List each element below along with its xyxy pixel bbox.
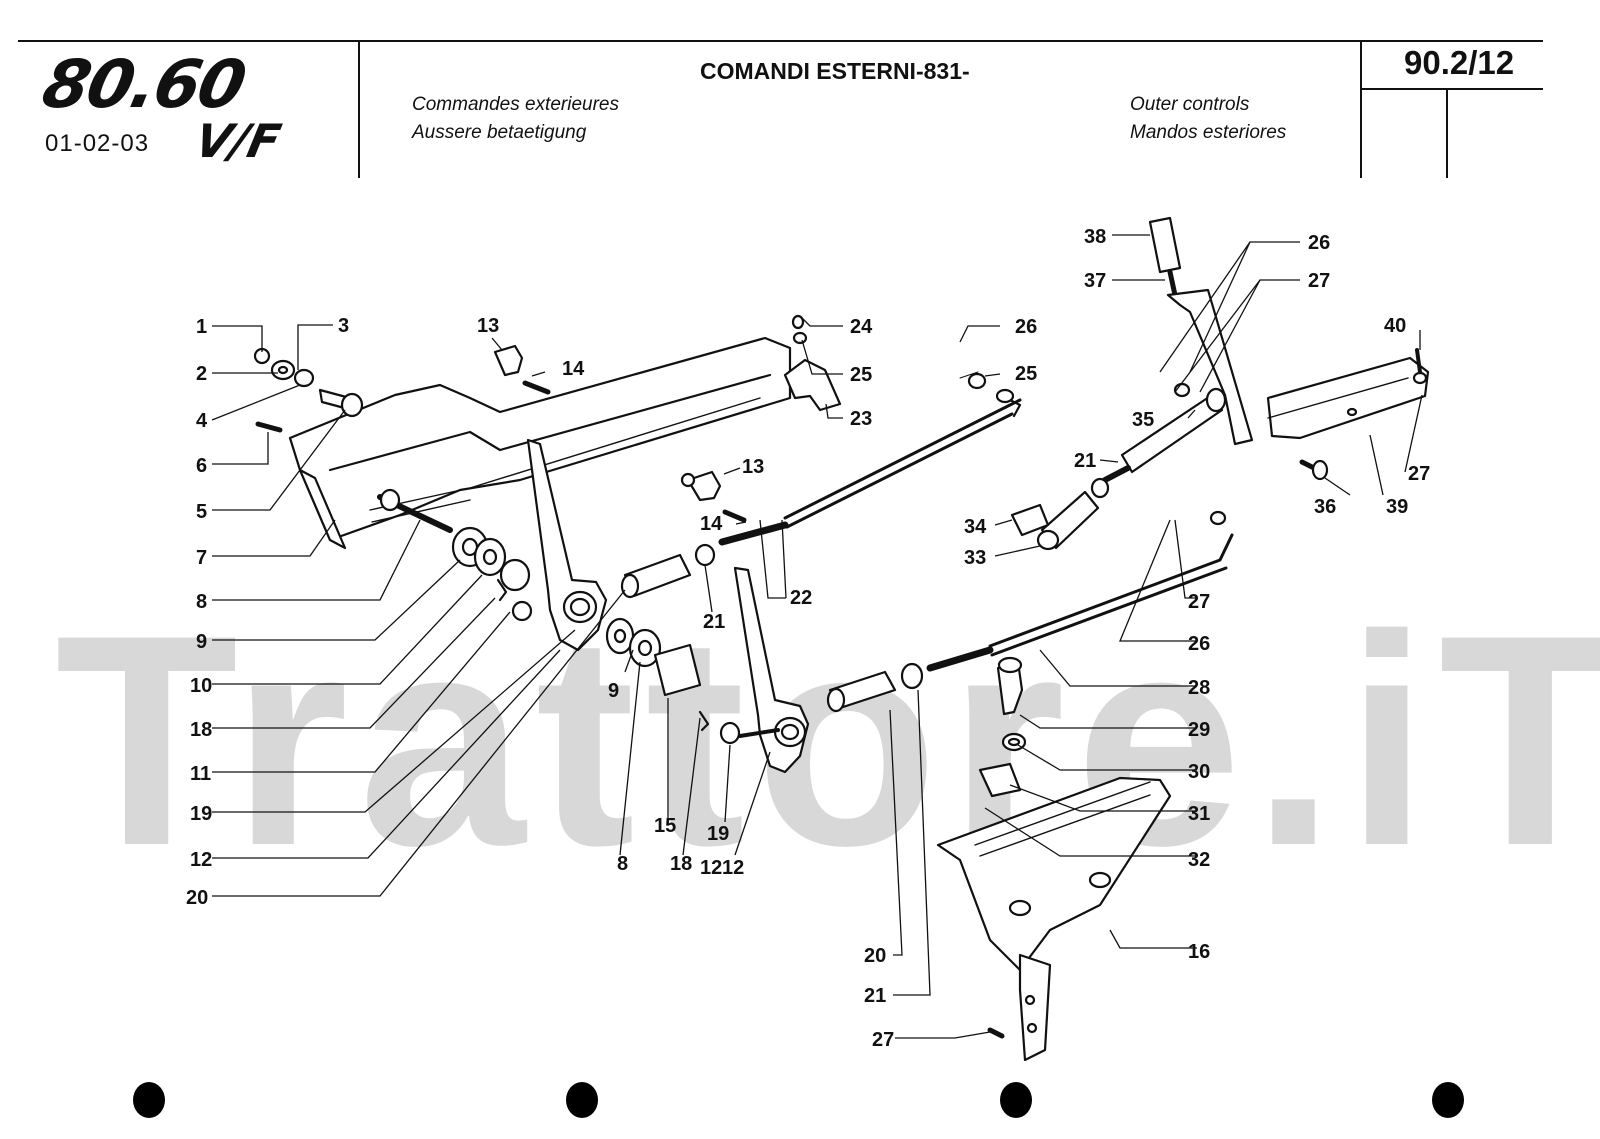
subtitle-fr: Commandes exterieures [412,94,619,115]
callout-19: 19 [190,803,212,825]
callout-39: 39 [1386,496,1408,518]
callout-19: 19 [707,823,729,845]
binder-hole-2 [566,1082,598,1118]
page-title: COMANDI ESTERNI-831- [700,58,970,84]
header-top-rule [18,40,1543,42]
callout-23: 23 [850,408,872,430]
callout-20: 20 [864,945,886,967]
header-divider-right [1360,40,1362,178]
model-codes: 01-02-03 [45,130,150,157]
callout-38: 38 [1084,226,1106,248]
callout-9: 9 [196,631,207,653]
callout-28: 28 [1188,677,1210,699]
callout-35: 35 [1132,409,1154,431]
callout-25: 25 [1015,363,1037,385]
subtitle-es: Mandos esteriores [1130,122,1287,143]
callout-37: 37 [1084,270,1106,292]
callout-15: 15 [654,815,676,837]
page-number: 90.2/12 [1404,44,1515,81]
callout-21: 21 [703,611,725,633]
callout-40: 40 [1384,315,1406,337]
callout-26: 26 [1015,316,1037,338]
callout-27: 27 [872,1029,894,1051]
callout-30: 30 [1188,761,1210,783]
callout-1: 1 [196,316,207,338]
callout-26: 26 [1188,633,1210,655]
subtitle-de: Aussere betaetigung [412,122,587,143]
control-lever-left [526,438,608,652]
callout-9: 9 [608,680,619,702]
binder-hole-3 [1000,1082,1032,1118]
binder-hole-4 [1432,1082,1464,1118]
clamp-13-upper [493,344,524,377]
angle-bracket [1266,356,1430,440]
callout-16: 16 [1188,941,1210,963]
callout-7: 7 [196,547,207,569]
callout-14: 14 [700,513,723,535]
callout-36: 36 [1314,496,1336,518]
callout-4: 4 [196,410,208,432]
callout-6: 6 [196,455,207,477]
callout-2: 2 [196,363,207,385]
callout-3: 3 [338,315,349,337]
callout-18: 18 [190,719,212,741]
callout-12: 12 [190,849,212,871]
callout-32: 32 [1188,849,1210,871]
callout-12: 12 [722,857,744,879]
callout-12: 12 [700,857,722,879]
binder-hole-1 [133,1082,165,1118]
callout-33: 33 [964,547,986,569]
small-hardware-top-left [253,347,364,433]
callout-25: 25 [850,364,872,386]
callout-13: 13 [477,315,499,337]
header-divider-left [358,40,360,178]
callout-5: 5 [196,501,207,523]
callout-21: 21 [864,985,886,1007]
control-lever-right [733,566,810,774]
hand-knob [1148,216,1182,274]
subtitle-en: Outer controls [1130,94,1250,115]
callout-8: 8 [617,853,628,875]
callout-14: 14 [562,358,585,380]
header-page-rule [1360,88,1543,90]
callout-31: 31 [1188,803,1210,825]
support-plate [936,762,1172,1062]
callout-21: 21 [1074,450,1096,472]
callout-27: 27 [1188,591,1210,613]
callout-20: 20 [186,887,208,909]
callout-22: 22 [790,587,812,609]
callout-26: 26 [1308,232,1330,254]
header-small-divider [1446,88,1448,178]
callout-18: 18 [670,853,692,875]
callout-27: 27 [1308,270,1330,292]
callout-34: 34 [964,516,987,538]
callout-13: 13 [742,456,764,478]
callout-27: 27 [1408,463,1430,485]
callout-10: 10 [190,675,212,697]
callout-29: 29 [1188,719,1210,741]
callout-24: 24 [850,316,873,338]
callout-11: 11 [190,763,211,785]
callout-8: 8 [196,591,207,613]
